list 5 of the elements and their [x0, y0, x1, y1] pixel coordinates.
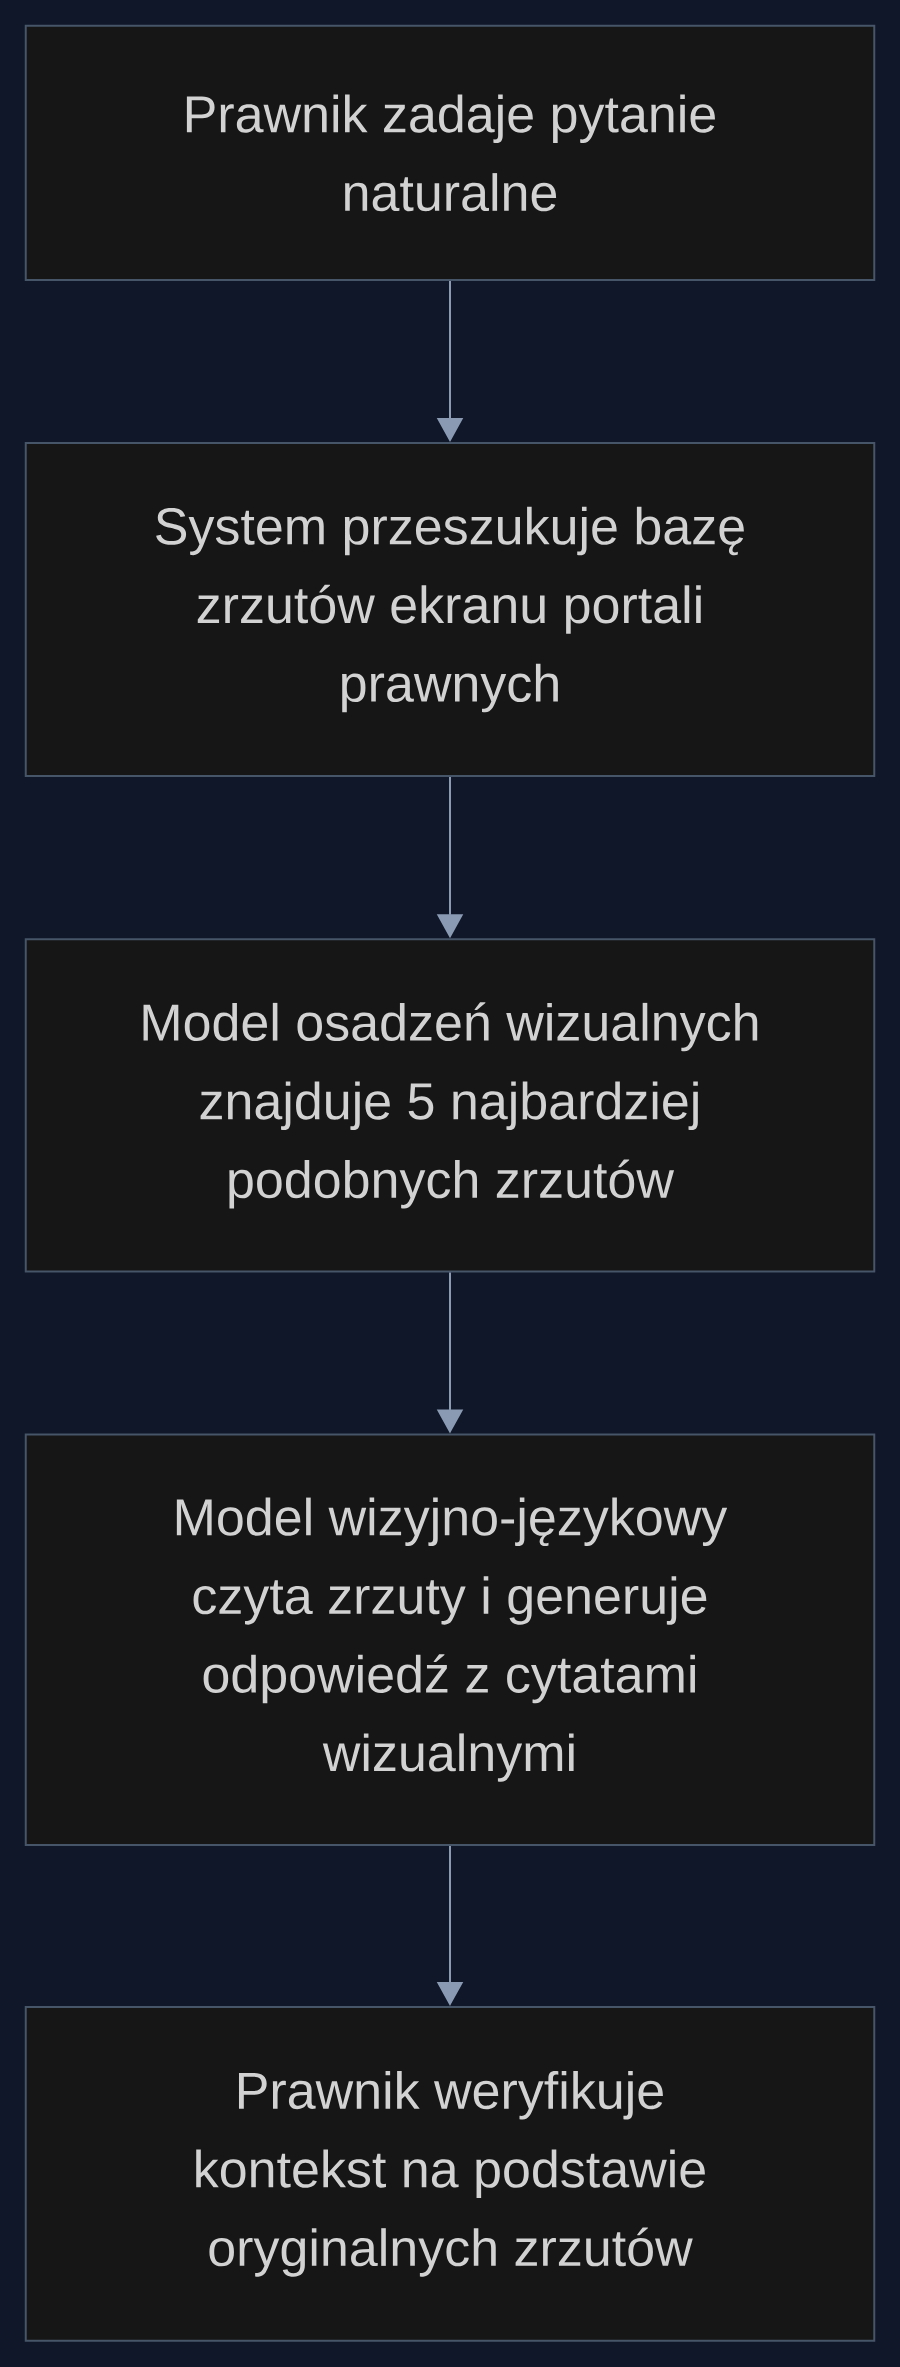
process-box: Model osadzeń wizualnych znajduje 5 najbardziej podobnych zrzutów — [24, 938, 876, 1273]
process-box: System przeszukuje bazę zrzutów ekranu portali prawnych — [24, 442, 876, 777]
process-box: Model wizyjno-językowy czyta zrzuty i generuje odpowiedź z cytatami wizualnymi — [24, 1433, 876, 1846]
process-box: Prawnik zadaje pytanie naturalne — [24, 24, 876, 281]
process-box: Prawnik weryfikuje kontekst na podstawie oryginalnych zrzutów — [24, 2005, 876, 2342]
